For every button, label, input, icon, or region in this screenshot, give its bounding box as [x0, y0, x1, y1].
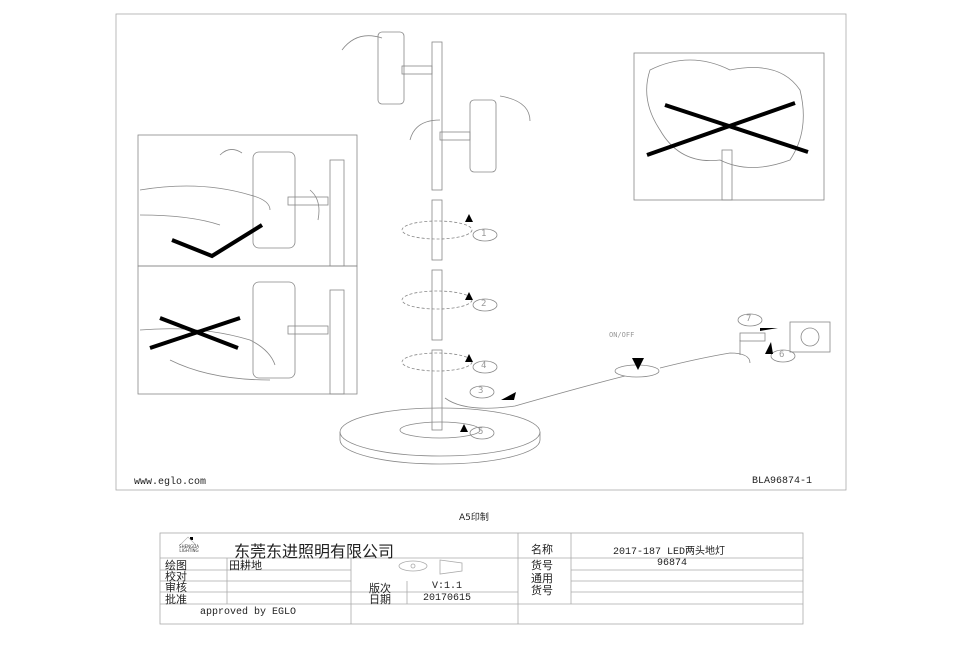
- upper-pole: [431, 41, 443, 191]
- approved-label: 批准: [165, 593, 187, 606]
- general-item-label: 通用: [531, 572, 553, 585]
- title-block-grid: [159, 532, 804, 625]
- plug: [739, 332, 766, 342]
- drawing-frame: [115, 13, 847, 491]
- step-number: 6: [779, 350, 785, 360]
- pole-segment-3: [431, 349, 443, 431]
- cross-mark-icon: [646, 101, 809, 157]
- step-number: 4: [481, 361, 487, 371]
- drawn-value: 田耕地: [229, 559, 262, 572]
- version-label: 版次: [369, 582, 391, 595]
- checked-label: 校对: [165, 570, 187, 583]
- lamp-head: [252, 151, 296, 249]
- step-number: 1: [481, 229, 487, 239]
- logo-text: SHENGDA LIGHTING: [179, 544, 199, 553]
- version-value: V:1.1: [432, 581, 463, 592]
- drawn-label: 绘图: [165, 559, 187, 572]
- pole-segment-2: [431, 269, 443, 341]
- correct-handling-panel: [137, 134, 358, 267]
- arrow-icons: [460, 214, 778, 432]
- name-value: 2017-187 LED两头地灯: [613, 547, 726, 558]
- company-logo: [179, 536, 197, 546]
- item-value: 96874: [657, 558, 688, 569]
- check-mark-icon: [171, 223, 264, 259]
- step-number: 3: [478, 386, 484, 396]
- company-name: 东莞东进照明有限公司: [234, 542, 395, 561]
- name-label: 名称: [531, 543, 553, 556]
- wall-socket: [789, 321, 831, 353]
- general-item-label: 货号: [531, 584, 553, 597]
- print-size-label: A5印制: [459, 513, 489, 523]
- step-number: 7: [746, 314, 752, 324]
- step-number: 5: [478, 427, 484, 437]
- cross-mark-icon: [149, 316, 241, 350]
- pole-segment-1: [431, 199, 443, 261]
- approved-by-label: approved by EGLO: [200, 607, 297, 618]
- date-label: 日期: [369, 593, 391, 606]
- lamp-head-lower: [469, 99, 497, 173]
- lamp-head-upper: [377, 31, 405, 105]
- wrong-handling-panel: [137, 265, 358, 395]
- drawing-number: BLA96874-1: [752, 476, 813, 487]
- date-value: 20170615: [423, 593, 472, 604]
- step-number: 2: [481, 299, 487, 309]
- switch-label: ON/OFF: [609, 331, 635, 339]
- power-cable: [444, 375, 626, 409]
- website-label: www.eglo.com: [134, 477, 207, 488]
- lamp-base: [339, 407, 541, 457]
- item-label: 货号: [531, 559, 553, 572]
- reviewed-label: 审核: [165, 581, 187, 594]
